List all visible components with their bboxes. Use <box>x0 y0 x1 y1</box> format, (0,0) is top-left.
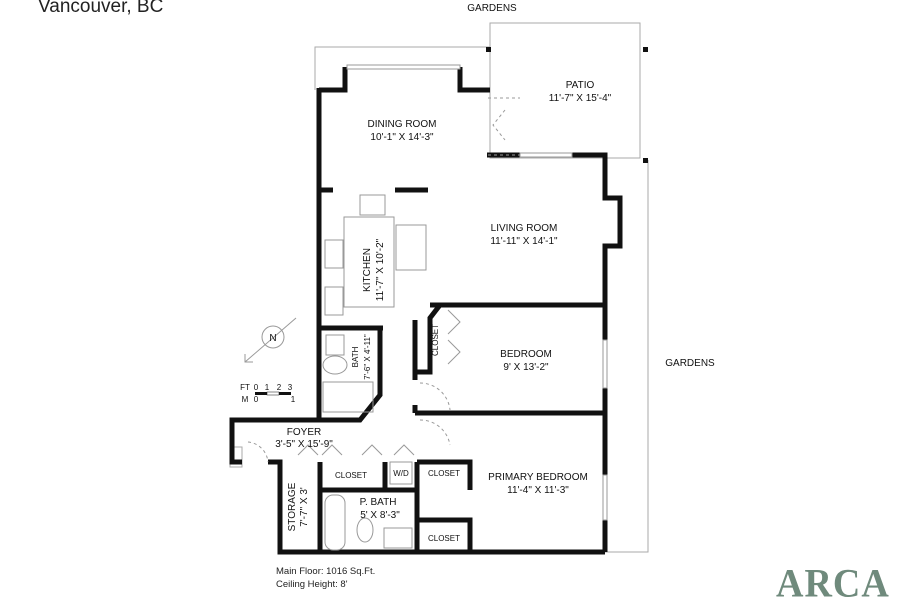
svg-text:CLOSET: CLOSET <box>428 534 460 543</box>
svg-text:KITCHEN: KITCHEN <box>362 248 373 292</box>
svg-text:0: 0 <box>254 383 259 392</box>
svg-text:CLOSET: CLOSET <box>335 471 367 480</box>
svg-text:DINING ROOM: DINING ROOM <box>368 119 437 130</box>
svg-text:W/D: W/D <box>393 469 409 478</box>
compass: N <box>244 317 297 363</box>
svg-text:M: M <box>242 395 249 404</box>
gardens-top-label: GARDENS <box>467 3 517 14</box>
location-title: Vancouver, BC <box>38 0 164 17</box>
fixtures <box>247 97 520 551</box>
svg-text:0: 0 <box>254 395 259 404</box>
svg-text:11'-11" X 14'-1": 11'-11" X 14'-1" <box>490 236 558 247</box>
room-labels: GARDENS GARDENS DINING ROOM 10'-1" X 14'… <box>275 3 715 543</box>
svg-text:10'-1" X 14'-3": 10'-1" X 14'-3" <box>370 132 434 143</box>
arca-logo: ARCA <box>776 561 890 607</box>
svg-text:PRIMARY BEDROOM: PRIMARY BEDROOM <box>488 472 588 483</box>
svg-text:11'-4" X 11'-3": 11'-4" X 11'-3" <box>507 485 569 496</box>
scale-bar: FT 0 1 2 3 M 0 1 <box>240 383 296 404</box>
svg-text:1: 1 <box>265 383 270 392</box>
svg-text:3: 3 <box>288 383 293 392</box>
svg-text:CLOSET: CLOSET <box>428 469 460 478</box>
svg-text:STORAGE: STORAGE <box>287 482 298 531</box>
svg-text:1: 1 <box>291 395 296 404</box>
ceiling-height: Ceiling Height: 8' <box>276 579 348 590</box>
svg-text:7'-7" X 3': 7'-7" X 3' <box>299 487 310 527</box>
svg-text:CLOSET: CLOSET <box>431 324 440 356</box>
svg-text:9' X 13'-2": 9' X 13'-2" <box>503 362 549 373</box>
patio-posts <box>486 47 648 163</box>
compass-letter: N <box>269 333 276 344</box>
gardens-right-label: GARDENS <box>665 358 715 369</box>
svg-text:2: 2 <box>277 383 282 392</box>
balcony-outline <box>314 46 490 90</box>
svg-text:BEDROOM: BEDROOM <box>500 349 552 360</box>
svg-text:5' X 8'-3": 5' X 8'-3" <box>360 510 400 521</box>
svg-text:7'-6" X 4'-11": 7'-6" X 4'-11" <box>363 334 372 380</box>
svg-text:BATH: BATH <box>351 346 360 367</box>
svg-text:PATIO: PATIO <box>566 80 595 91</box>
walls <box>229 67 623 555</box>
svg-text:3'-5" X 15'-9": 3'-5" X 15'-9" <box>275 439 333 450</box>
svg-text:11'-7" X 10'-2": 11'-7" X 10'-2" <box>375 238 386 301</box>
svg-text:LIVING ROOM: LIVING ROOM <box>491 223 558 234</box>
svg-text:11'-7" X 15'-4": 11'-7" X 15'-4" <box>549 93 612 104</box>
main-floor-area: Main Floor: 1016 Sq.Ft. <box>276 566 376 577</box>
garden-edge <box>605 160 649 553</box>
svg-text:FOYER: FOYER <box>287 427 321 438</box>
svg-text:FT: FT <box>240 383 250 392</box>
svg-text:P. BATH: P. BATH <box>360 497 397 508</box>
